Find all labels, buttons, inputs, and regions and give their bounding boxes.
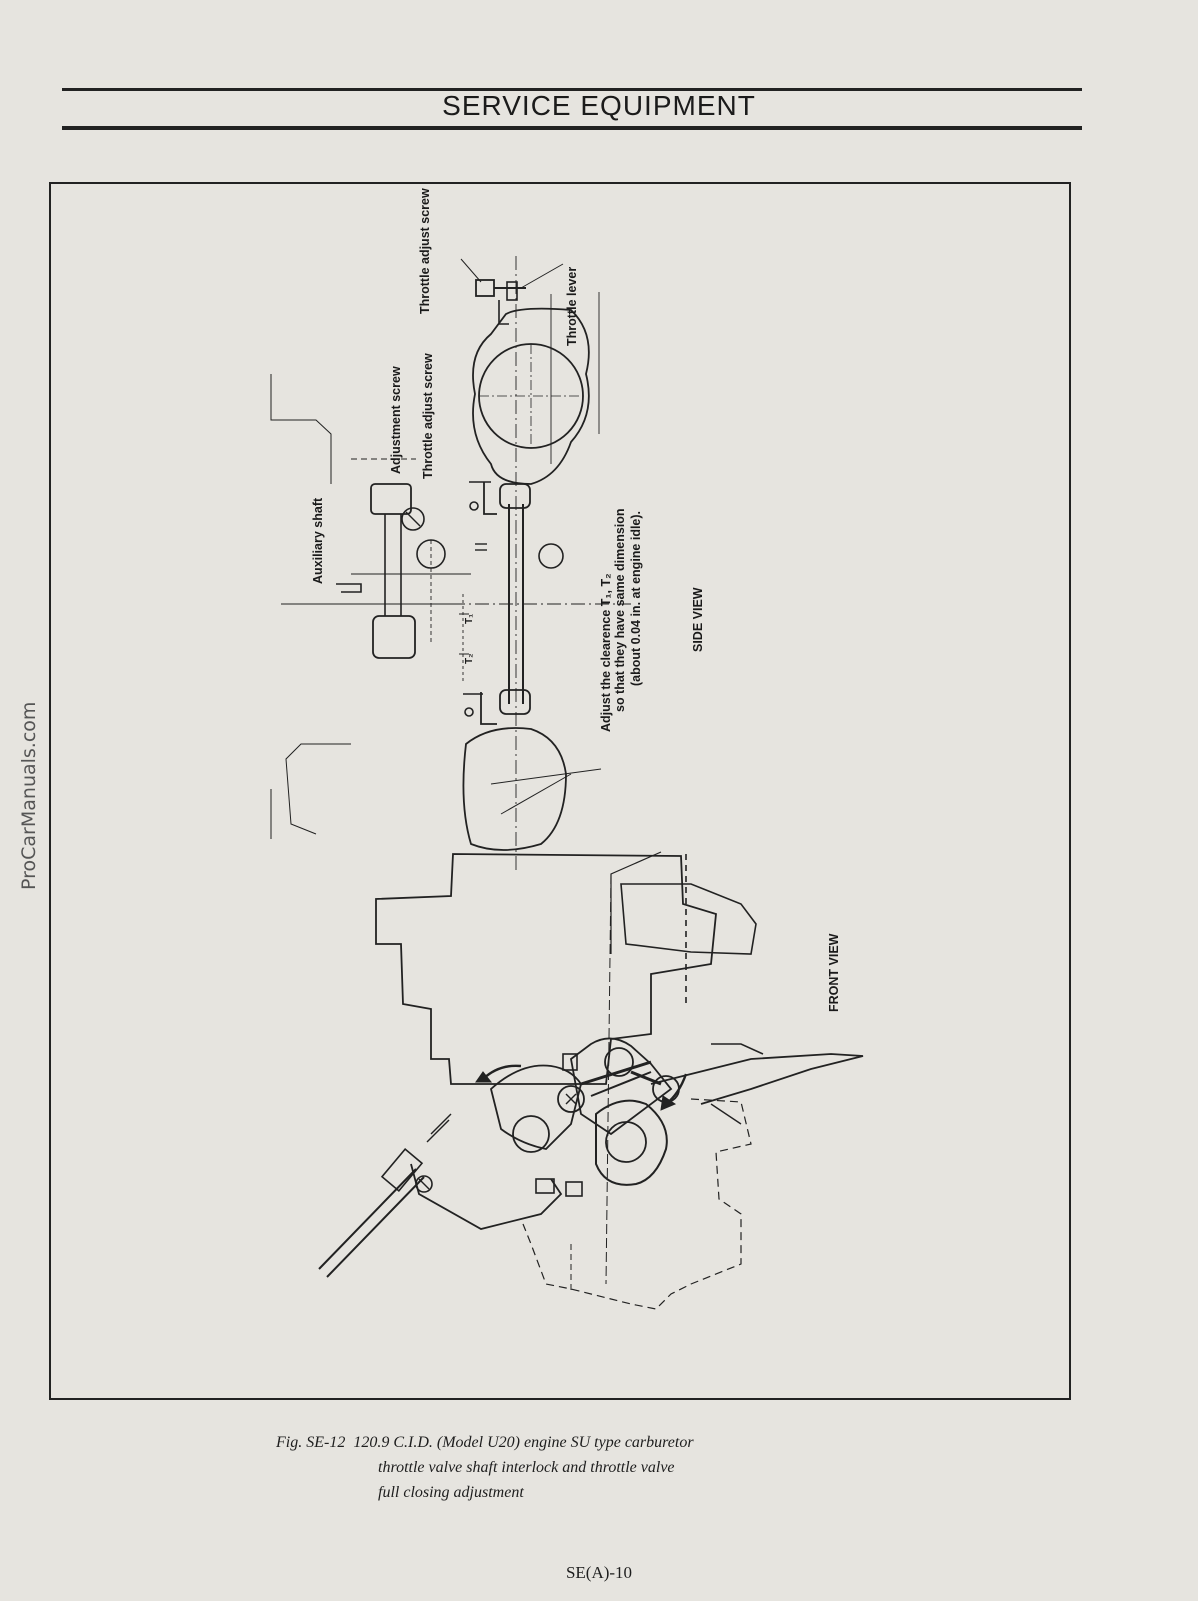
figure-caption: Fig. SE-12 120.9 C.I.D. (Model U20) engi… <box>276 1430 976 1505</box>
label-t2: T₂ <box>464 653 475 664</box>
label-front-view: FRONT VIEW <box>827 933 841 1012</box>
side-view-drawing <box>270 256 631 874</box>
carburetor-diagram <box>270 256 864 1310</box>
caption-line-2: throttle valve shaft interlock and throt… <box>378 1459 675 1476</box>
caption-fig-number: Fig. SE-12 <box>276 1434 346 1451</box>
label-throttle-lever: Throttle lever <box>565 266 579 346</box>
label-adjustment-screw: Adjustment screw <box>389 366 403 474</box>
note-line-2: so that they have same dimension <box>613 508 627 712</box>
note-line-1: Adjust the clearence T₁, T₂ <box>599 573 613 732</box>
label-throttle-adjust-screw-mid: Throttle adjust screw <box>421 353 435 479</box>
page-number: SE(A)-10 <box>565 1563 633 1582</box>
label-t1: T₁ <box>464 613 475 624</box>
header-rule-top <box>62 88 1082 91</box>
watermark: ProCarManuals.com <box>18 701 40 890</box>
front-view-drawing <box>318 851 864 1310</box>
note-line-3: (about 0.04 in. at engine idle). <box>629 510 643 686</box>
figure-frame: Throttle adjust screw Throttle lever Adj… <box>49 182 1071 1400</box>
caption-line-3: full closing adjustment <box>378 1484 524 1501</box>
caption-line-1: 120.9 C.I.D. (Model U20) engine SU type … <box>353 1434 694 1451</box>
label-throttle-adjust-screw-top: Throttle adjust screw <box>418 188 432 314</box>
label-auxiliary-shaft: Auxiliary shaft <box>311 497 325 584</box>
page-title: SERVICE EQUIPMENT <box>442 90 756 121</box>
label-side-view: SIDE VIEW <box>691 587 705 652</box>
header-rule-bottom <box>62 126 1082 130</box>
